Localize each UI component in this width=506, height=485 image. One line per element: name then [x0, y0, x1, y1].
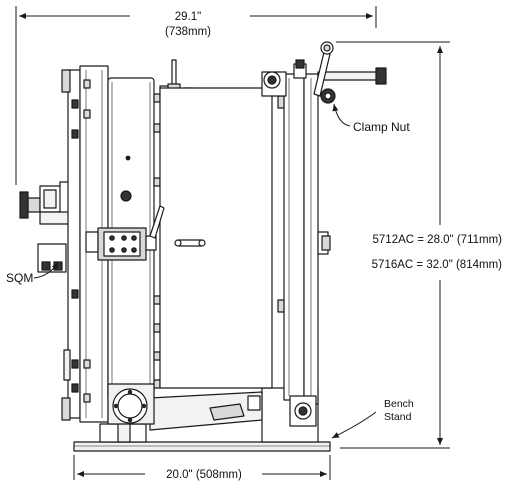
left-outer-plate: [61, 69, 81, 421]
height-5716ac: 5716AC = 32.0" (814mm): [372, 259, 503, 271]
base-width-dimension: [73, 455, 331, 480]
height-dimension: [336, 41, 450, 449]
filter-chamber: [159, 87, 273, 389]
bottom-right-roller: [289, 395, 317, 427]
clamp-handle: [313, 41, 387, 104]
top-width-dimension: [15, 6, 377, 185]
bench-label: Bench: [384, 398, 414, 410]
machine: [19, 41, 387, 452]
clamp-nut-callout: [332, 103, 351, 127]
top-right-clamp: [261, 59, 307, 97]
bench-stand-callout: [331, 411, 377, 439]
centre-slide: [85, 205, 165, 261]
bottom-cylinder: [107, 383, 155, 425]
top-width-inches: 29.1": [175, 11, 201, 23]
height-5712ac: 5712AC = 28.0" (711mm): [373, 234, 503, 246]
base-width-label: 20.0" (508mm): [166, 469, 242, 481]
clamp-nut-label: Clamp Nut: [353, 120, 410, 134]
sqm-callout: [33, 261, 59, 279]
top-width-mm: (738mm): [165, 26, 211, 38]
stand-label: Stand: [384, 411, 412, 423]
right-end-plate: [277, 73, 331, 405]
tie-rod: [174, 239, 206, 247]
sqm-label: SQM: [6, 271, 33, 285]
